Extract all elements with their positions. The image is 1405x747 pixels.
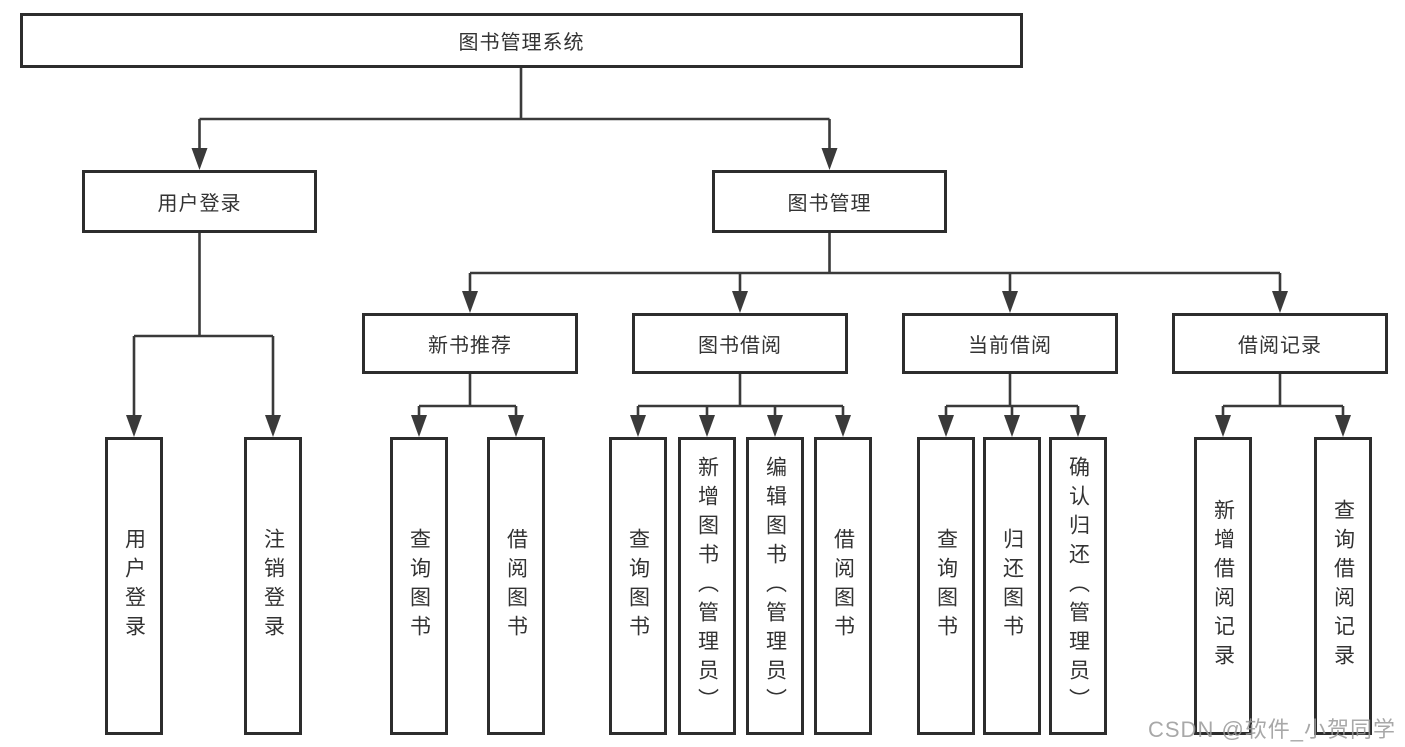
- node-root-system: 图书管理系统: [20, 13, 1023, 68]
- leaf-label: 新增借阅记录: [1211, 499, 1235, 673]
- node-user-login: 用户登录: [82, 170, 317, 233]
- leaf-label: 借阅图书: [504, 528, 528, 644]
- leaf-add-book-admin: 新增图书（管理员）: [678, 437, 736, 735]
- leaf-user-login: 用户登录: [105, 437, 163, 735]
- leaf-borrow-book: 借阅图书: [814, 437, 872, 735]
- node-borrow-record: 借阅记录: [1172, 313, 1388, 374]
- leaf-label: 注销登录: [261, 528, 285, 644]
- leaf-confirm-return-admin: 确认归还（管理员）: [1049, 437, 1107, 735]
- leaf-logout: 注销登录: [244, 437, 302, 735]
- leaf-label: 新增图书（管理员）: [695, 455, 719, 717]
- leaf-query-borrow-record: 查询借阅记录: [1314, 437, 1372, 735]
- node-book-borrow: 图书借阅: [632, 313, 848, 374]
- node-book-management: 图书管理: [712, 170, 947, 233]
- leaf-query-book: 查询图书: [609, 437, 667, 735]
- leaf-label: 查询图书: [626, 528, 650, 644]
- leaf-label: 确认归还（管理员）: [1066, 455, 1090, 717]
- leaf-query-book: 查询图书: [390, 437, 448, 735]
- leaf-label: 查询图书: [407, 528, 431, 644]
- leaf-label: 归还图书: [1000, 528, 1024, 644]
- leaf-label: 编辑图书（管理员）: [763, 455, 787, 717]
- leaf-query-book: 查询图书: [917, 437, 975, 735]
- leaf-label: 借阅图书: [831, 528, 855, 644]
- leaf-borrow-book: 借阅图书: [487, 437, 545, 735]
- leaf-return-book: 归还图书: [983, 437, 1041, 735]
- leaf-edit-book-admin: 编辑图书（管理员）: [746, 437, 804, 735]
- leaf-add-borrow-record: 新增借阅记录: [1194, 437, 1252, 735]
- csdn-watermark: CSDN @软件_小贺同学: [1148, 717, 1397, 742]
- node-new-book-recommend: 新书推荐: [362, 313, 578, 374]
- node-current-borrow: 当前借阅: [902, 313, 1118, 374]
- leaf-label: 用户登录: [122, 528, 146, 644]
- leaf-label: 查询借阅记录: [1331, 499, 1355, 673]
- leaf-label: 查询图书: [934, 528, 958, 644]
